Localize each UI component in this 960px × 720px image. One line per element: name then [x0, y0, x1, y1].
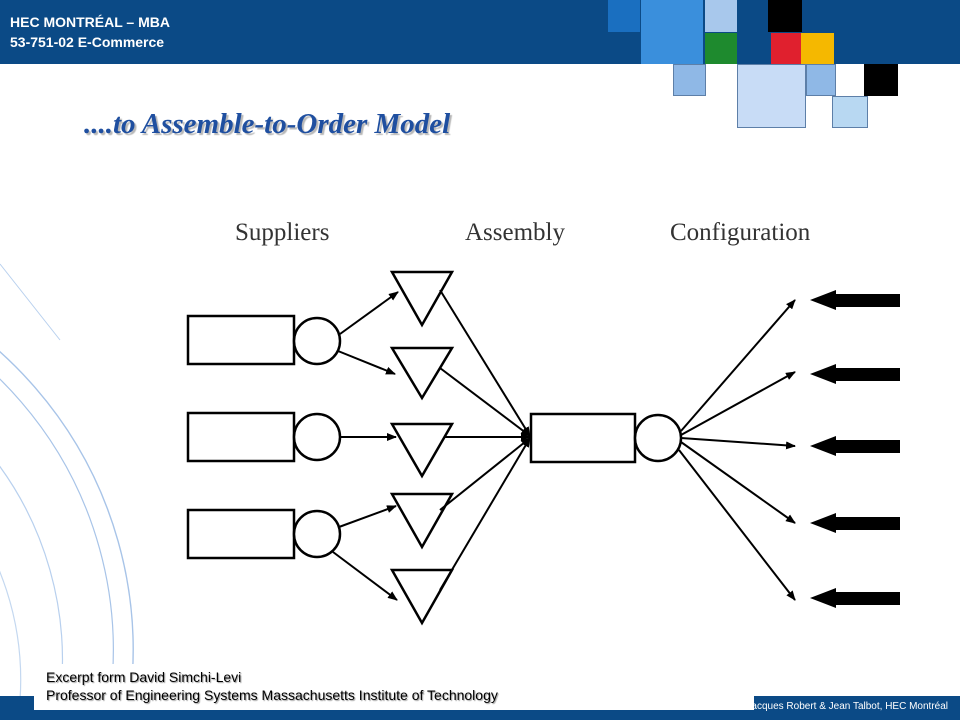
component-inventory-1	[389, 270, 455, 328]
excerpt-source: Excerpt form David Simchi-Levi	[46, 669, 242, 685]
excerpt-author-affiliation: Professor of Engineering Systems Massach…	[46, 687, 498, 703]
excerpt-box	[34, 664, 754, 710]
column-label-configuration: Configuration	[670, 219, 811, 246]
component-inventory-4	[389, 492, 455, 550]
slide-title: ....to Assemble-to-Order Model	[84, 108, 451, 140]
assembly-node	[529, 412, 683, 464]
column-label-suppliers: Suppliers	[235, 219, 329, 246]
configuration-arrows	[678, 299, 796, 601]
supplier-node-2	[186, 411, 342, 463]
component-inventory-3	[389, 422, 455, 479]
column-label-assembly: Assembly	[465, 219, 566, 246]
demand-arrow-3	[810, 436, 900, 456]
component-inventory-5	[389, 568, 455, 626]
demand-arrow-2	[810, 364, 900, 384]
supplier-node-1	[186, 314, 342, 366]
component-inventory-2	[389, 346, 455, 401]
decorative-arcs	[0, 263, 134, 700]
demand-arrow-1	[810, 290, 900, 310]
decorative-squares	[0, 0, 960, 130]
header-course-title: HEC MONTRÉAL – MBA	[10, 14, 170, 30]
supplier-node-3	[186, 508, 342, 560]
customer-demand-arrows	[810, 290, 900, 608]
assembly-arrows	[439, 289, 531, 591]
demand-arrow-4	[810, 513, 900, 533]
footer-credit: Jacques Robert & Jean Talbot, HEC Montré…	[746, 701, 948, 712]
demand-arrow-5	[810, 588, 900, 608]
header-course-code: 53-751-02 E-Commerce	[10, 34, 165, 50]
supplier-arrows	[332, 291, 399, 601]
